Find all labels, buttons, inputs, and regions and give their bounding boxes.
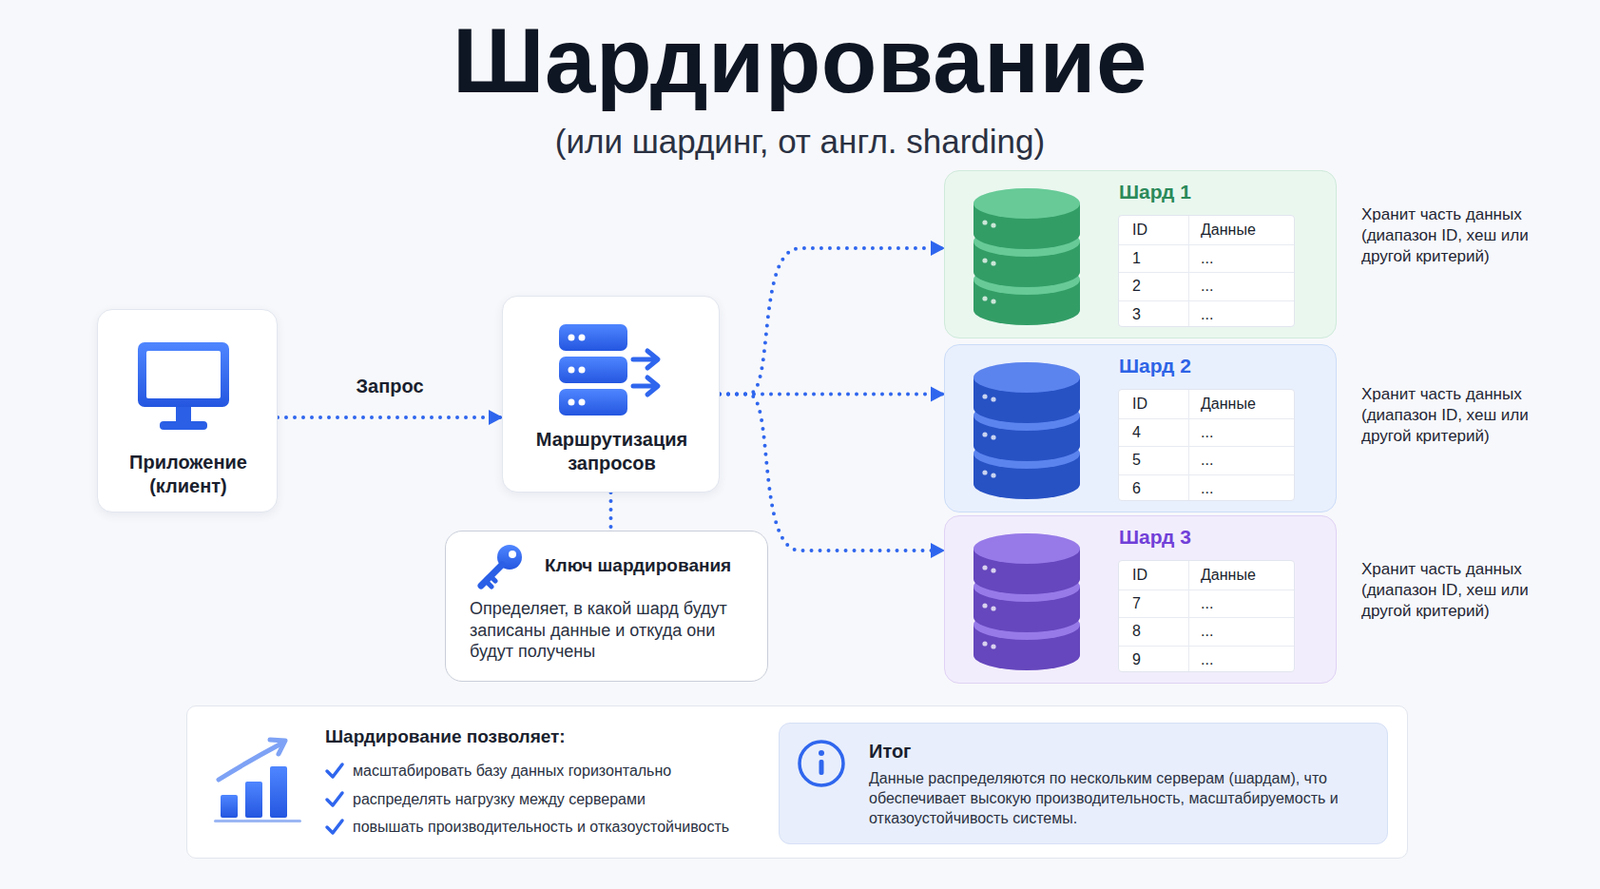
- shard-note: Хранит часть данных (диапазон ID, хеш ил…: [1361, 559, 1552, 622]
- table-cell: ...: [1200, 594, 1214, 614]
- dotted-connector: [277, 415, 502, 420]
- key-icon: [481, 544, 522, 587]
- table-cell: Данные: [1200, 565, 1256, 585]
- edge-label: Запрос: [351, 374, 427, 399]
- node-body: Данные распределяются по нескольким серв…: [868, 768, 1369, 829]
- node-heading: Шард 2: [1118, 353, 1310, 379]
- node-heading: Шард 3: [1118, 524, 1310, 550]
- node-body: Определяет, в какой шард будут записаны …: [469, 597, 755, 663]
- shard-panel: Шард 1 ID Данные 1... 2... 3...: [944, 170, 1337, 339]
- table-row-line: [1118, 474, 1294, 476]
- table-row-line: [1118, 445, 1294, 447]
- dotted-connector: [719, 248, 945, 395]
- table-cell: 8: [1132, 621, 1141, 641]
- data-table: ID Данные 1... 2... 3...: [1118, 214, 1295, 328]
- growth-chart-icon: [213, 739, 302, 823]
- router-box: Маршрутизация запросов: [501, 295, 720, 493]
- summary-box: ИтогДанные распределяются по нескольким …: [778, 722, 1388, 845]
- table-cell: 6: [1132, 479, 1141, 499]
- client-box: Приложение (клиент): [96, 308, 278, 513]
- node-heading: Шардирование позволяет:: [325, 725, 706, 749]
- data-table: ID Данные 4... 5... 6...: [1118, 388, 1295, 502]
- check-marks: [327, 764, 343, 833]
- table-cell: ID: [1132, 394, 1148, 414]
- table-row-line: [1118, 589, 1294, 591]
- table-row-line: [1118, 616, 1294, 618]
- table-cell: ...: [1200, 249, 1214, 269]
- benefits-panel: Шардирование позволяет: масштабировать ба…: [186, 705, 1408, 859]
- table-cell: ...: [1200, 450, 1214, 470]
- title: Шардирование: [0, 7, 1600, 115]
- data-table: ID Данные 7... 8... 9...: [1118, 559, 1295, 673]
- table-cell: 9: [1132, 650, 1141, 670]
- table-cell: ...: [1200, 621, 1214, 641]
- table-cell: 2: [1132, 276, 1141, 296]
- table-row-line: [1118, 418, 1294, 420]
- database-cylinder: [973, 362, 1080, 500]
- shard-note: Хранит часть данных (диапазон ID, хеш ил…: [1361, 384, 1552, 447]
- table-divider: [1188, 389, 1190, 501]
- table-cell: ...: [1200, 479, 1214, 499]
- node-body: масштабировать базу данных горизонтально: [352, 761, 762, 781]
- info-icon: [799, 741, 844, 786]
- table-cell: 5: [1132, 450, 1141, 470]
- node-body: распределять нагрузку между серверами: [352, 790, 762, 810]
- table-cell: ...: [1200, 423, 1214, 443]
- table-cell: 3: [1132, 305, 1141, 325]
- database-cylinder: [973, 188, 1080, 326]
- table-cell: ...: [1200, 276, 1214, 296]
- monitor-icon: [137, 342, 230, 430]
- table-cell: 1: [1132, 249, 1141, 269]
- table-cell: ...: [1200, 650, 1214, 670]
- table-cell: 7: [1132, 594, 1141, 614]
- database-cylinder: [973, 533, 1080, 671]
- shard-panel: Шард 2 ID Данные 4... 5... 6...: [944, 344, 1337, 513]
- table-divider: [1188, 215, 1190, 327]
- dotted-connector: [609, 492, 614, 531]
- table-cell: ...: [1200, 305, 1214, 325]
- table-cell: 4: [1132, 423, 1141, 443]
- node-heading: Приложение (клиент): [107, 450, 270, 499]
- node-heading: Маршрутизация запросов: [512, 427, 712, 476]
- table-row-line: [1118, 300, 1294, 302]
- shard-key-box: Ключ шардированияОпределяет, в какой шар…: [444, 530, 769, 682]
- table-row-line: [1118, 271, 1294, 273]
- table-cell: Данные: [1200, 220, 1256, 240]
- node-heading: Ключ шардирования: [544, 554, 762, 578]
- table-divider: [1188, 560, 1190, 672]
- table-cell: Данные: [1200, 394, 1256, 414]
- node-heading: Шард 1: [1118, 179, 1310, 205]
- table-row-line: [1118, 244, 1294, 246]
- shard-note: Хранит часть данных (диапазон ID, хеш ил…: [1361, 204, 1552, 268]
- shard-panel: Шард 3 ID Данные 7... 8... 9...: [944, 515, 1337, 684]
- node-body: повышать производительность и отказоусто…: [352, 817, 762, 837]
- table-row-line: [1118, 645, 1294, 647]
- table-cell: ID: [1132, 565, 1148, 585]
- table-cell: ID: [1132, 220, 1148, 240]
- router-icon: [559, 324, 658, 416]
- node-heading: Итог: [868, 739, 1060, 764]
- dotted-connector: [719, 394, 945, 552]
- subtitle: (или шардинг, от англ. sharding): [0, 121, 1600, 162]
